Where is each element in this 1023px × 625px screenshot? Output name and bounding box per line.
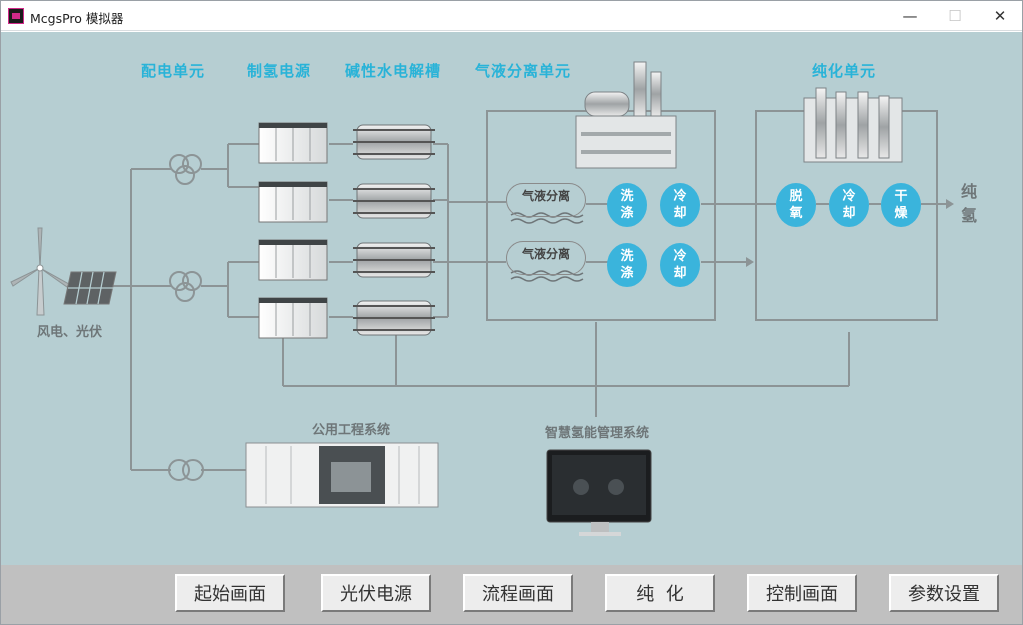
step-char: 干	[894, 189, 908, 204]
cool-char: 却	[673, 206, 687, 221]
purification-button[interactable]: 纯 化	[605, 574, 715, 612]
product-label: 纯 氢	[959, 180, 979, 228]
power-cabinet-icon	[258, 297, 328, 339]
title-bar: McgsPro 模拟器 — ☐ ✕	[1, 1, 1022, 31]
step-char: 冷	[842, 189, 856, 204]
wash-char: 洗	[620, 189, 634, 204]
electrolyzer-icon	[353, 300, 435, 336]
step-char: 却	[842, 206, 856, 221]
monitor-icon	[546, 449, 652, 536]
section-distribution-label: 配电单元	[141, 62, 206, 80]
control-screen-button[interactable]: 控制画面	[747, 574, 857, 612]
section-gas-liquid-label: 气液分离单元	[475, 62, 572, 80]
electrolyzer-icon	[353, 242, 435, 278]
power-cabinet-icon	[258, 181, 328, 223]
wash-char: 涤	[620, 206, 634, 221]
step-char: 氧	[789, 206, 803, 221]
power-cabinet-icon	[258, 122, 328, 164]
power-cabinet-icon	[258, 239, 328, 281]
step-char: 燥	[894, 206, 908, 221]
gas-liquid-separator: 气液分离	[506, 183, 586, 217]
source-label: 风电、光伏	[37, 325, 103, 340]
process-screen-button[interactable]: 流程画面	[463, 574, 573, 612]
section-h2-power-label: 制氢电源	[247, 62, 312, 80]
separator-label: 气液分离	[521, 189, 570, 203]
minimize-button[interactable]: —	[902, 7, 918, 25]
piping-diagram	[10, 61, 954, 536]
separator-label: 气液分离	[521, 247, 570, 261]
product-char: 氢	[960, 206, 977, 225]
wash-char: 涤	[620, 266, 634, 281]
pv-power-button[interactable]: 光伏电源	[321, 574, 431, 612]
gas-liquid-separator: 气液分离	[506, 241, 586, 275]
transformer-icon	[168, 459, 204, 481]
cooling-unit: 冷 却	[829, 183, 869, 227]
start-screen-button[interactable]: 起始画面	[175, 574, 285, 612]
process-diagram: 配电单元 制氢电源 碱性水电解槽 气液分离单元 纯化单元 风电、光伏 气液分离 …	[1, 32, 1022, 565]
cool-char: 却	[673, 266, 687, 281]
management-label: 智慧氢能管理系统	[545, 426, 650, 441]
section-purification-label: 纯化单元	[812, 62, 877, 80]
cool-char: 冷	[673, 249, 687, 264]
step-char: 脱	[789, 189, 803, 204]
electrolyzer-icon	[353, 124, 435, 160]
purification-skid-icon	[803, 87, 903, 163]
section-electrolyzer-label: 碱性水电解槽	[345, 62, 442, 80]
utility-container-icon	[245, 442, 439, 508]
parameter-settings-button[interactable]: 参数设置	[889, 574, 999, 612]
window-title: McgsPro 模拟器	[30, 11, 124, 26]
transformer-icon	[169, 154, 202, 185]
app-logo-icon	[8, 8, 24, 24]
electrolyzer-icon	[353, 183, 435, 219]
wash-unit: 洗 涤	[607, 183, 647, 227]
maximize-button[interactable]: ☐	[948, 7, 962, 25]
deoxygenation-unit: 脱 氧	[776, 183, 816, 227]
cool-unit: 冷 却	[660, 243, 700, 287]
feeder-lines	[96, 143, 850, 471]
solar-panel-icon	[63, 271, 117, 305]
wash-char: 洗	[620, 249, 634, 264]
wind-turbine-icon	[10, 227, 70, 316]
cool-unit: 冷 却	[660, 183, 700, 227]
wash-unit: 洗 涤	[607, 243, 647, 287]
cool-char: 冷	[673, 189, 687, 204]
close-button[interactable]: ✕	[993, 7, 1007, 25]
product-char: 纯	[960, 182, 977, 201]
transformer-icon	[169, 271, 202, 302]
utilities-label: 公用工程系统	[312, 423, 391, 438]
separation-skid-icon	[575, 61, 677, 169]
drying-unit: 干 燥	[881, 183, 921, 227]
flow-lines	[448, 201, 946, 263]
